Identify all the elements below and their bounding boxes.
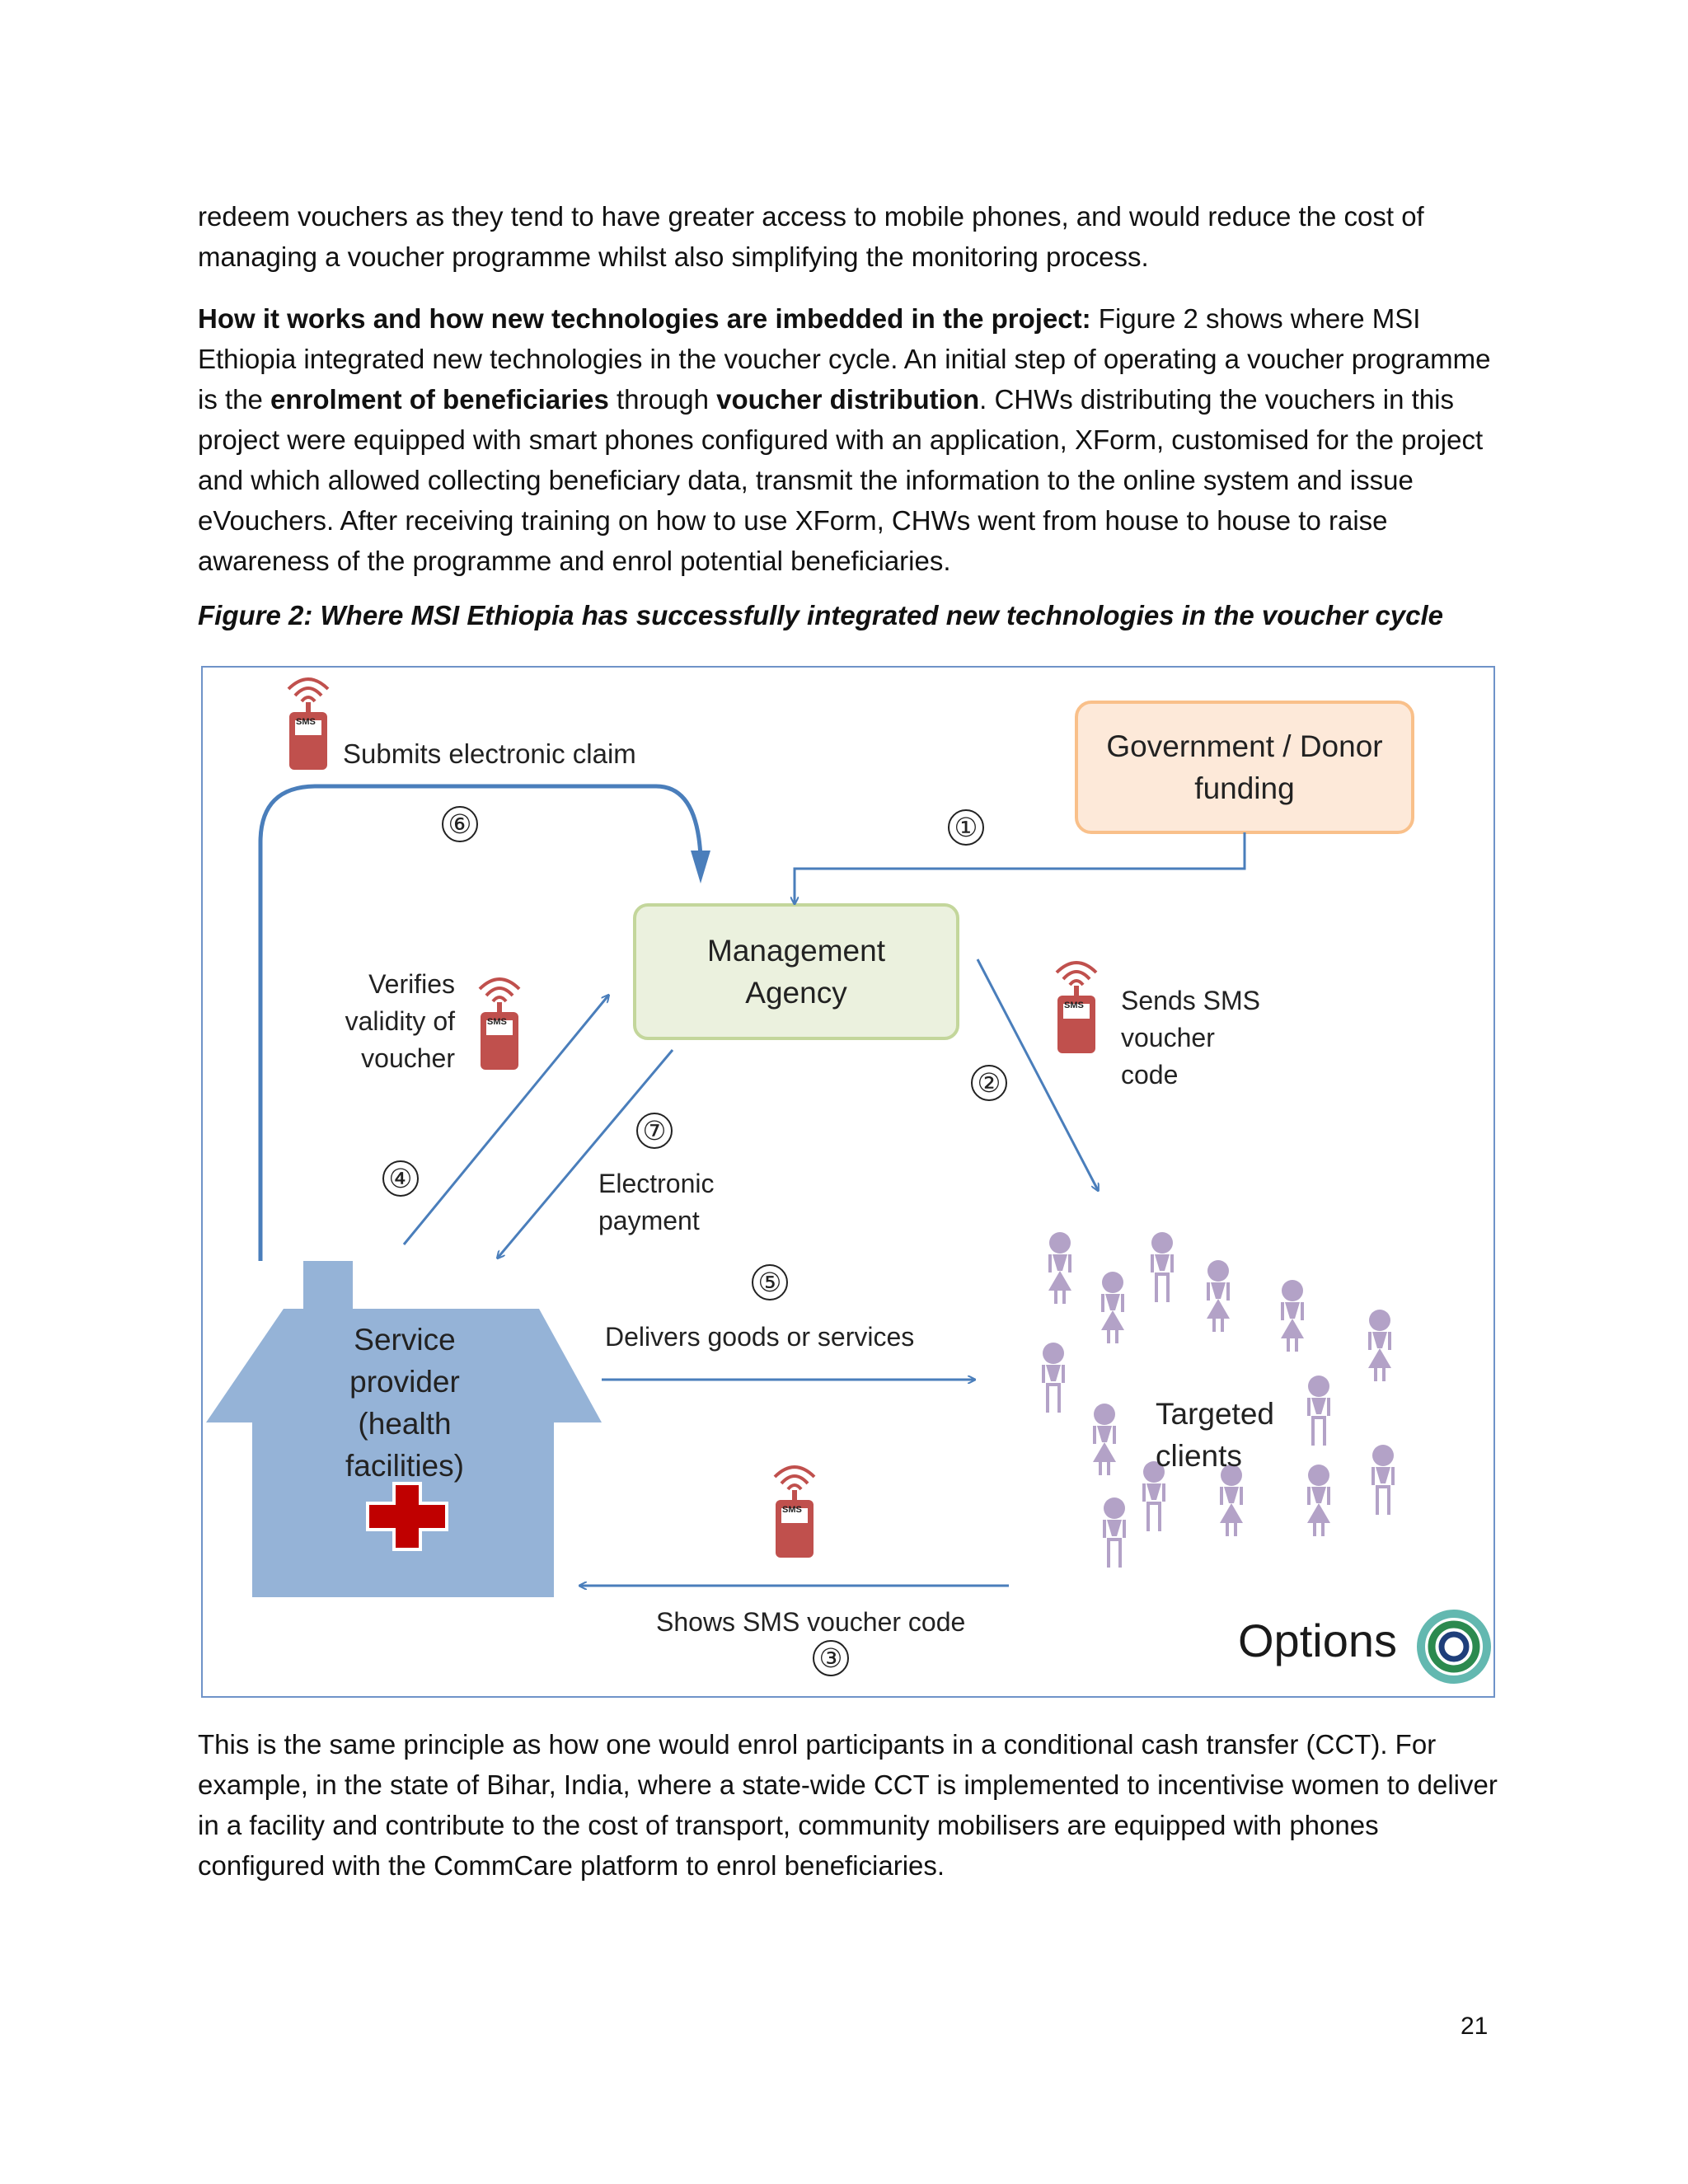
paragraph-text: through [608,384,717,415]
man-icon [1151,1232,1174,1302]
diagram-graphics [206,677,1491,1684]
voucher-cycle-diagram: SMS SMS SMS SMS Government / Donor fundi… [201,666,1495,1698]
man-icon [1307,1376,1330,1446]
step-3-marker: ③ [813,1640,849,1676]
step-5-marker: ⑤ [752,1264,788,1301]
funding-box-label: Government / Donor funding [1106,729,1383,805]
targeted-clients-label: Targeted clients [1156,1397,1274,1473]
paragraph-text: Figure 2 shows where MSI Ethiopia integr… [198,303,1491,415]
sms-label: SMS [782,1505,802,1515]
sms-label: SMS [487,1017,507,1027]
woman-icon [1307,1465,1330,1536]
service-provider-label: Service provider (health facilities) [345,1323,464,1483]
woman-icon [1281,1280,1304,1352]
page-number: 21 [1461,2013,1489,2040]
sends-sms-label: Sends SMS voucher code [1121,986,1260,1090]
body-paragraph-1: redeem vouchers as they tend to have gre… [198,201,1424,272]
management-box-label: Management Agency [707,934,885,1010]
step-2-marker: ② [971,1065,1007,1101]
claim-label: Submits electronic claim [343,738,636,769]
options-logo-icon [1417,1610,1491,1684]
arrowhead-claim [691,851,710,883]
arrow-sms-to-clients [976,958,1098,1190]
sms-label: SMS [296,717,316,727]
woman-icon [1048,1232,1071,1304]
man-icon [1372,1445,1395,1515]
figure-caption: Figure 2: Where MSI Ethiopia has success… [198,600,1444,630]
woman-icon [1101,1272,1124,1343]
step-6-marker: ⑥ [442,806,478,842]
man-icon [1103,1497,1126,1568]
arrow-electronic-claim [258,784,703,1261]
arrow-funding-to-agency [795,832,1246,903]
body-paragraph-2: How it works and how new technologies ar… [198,298,1500,581]
woman-icon [1368,1310,1391,1381]
red-cross-icon [366,1482,448,1551]
options-logo-text: Options [1238,1615,1397,1666]
woman-icon [1207,1260,1230,1332]
step-1-marker: ① [948,809,984,846]
management-box [633,903,959,1040]
step-4-marker: ④ [382,1160,419,1197]
arrow-verify [402,996,608,1245]
shows-code-label: Shows SMS voucher code [656,1607,966,1637]
sms-label: SMS [1064,1001,1084,1010]
man-icon [1042,1343,1065,1413]
payment-label: Electronic payment [598,1169,715,1235]
house-icon [206,1261,602,1597]
arrow-payment [498,1049,674,1258]
delivers-label: Delivers goods or services [605,1322,915,1352]
bold-term-distribution: voucher distribution [716,384,980,415]
woman-icon [1093,1404,1116,1475]
verify-label: Verifies validity of voucher [345,969,455,1073]
paragraph-text: . CHWs distributing the vouchers in this… [198,384,1484,576]
body-paragraph-3: This is the same principle as how one wo… [198,1729,1498,1881]
paragraph-heading: How it works and how new technologies ar… [198,303,1091,334]
bold-term-enrolment: enrolment of beneficiaries [270,384,609,415]
step-7-marker: ⑦ [636,1113,673,1149]
